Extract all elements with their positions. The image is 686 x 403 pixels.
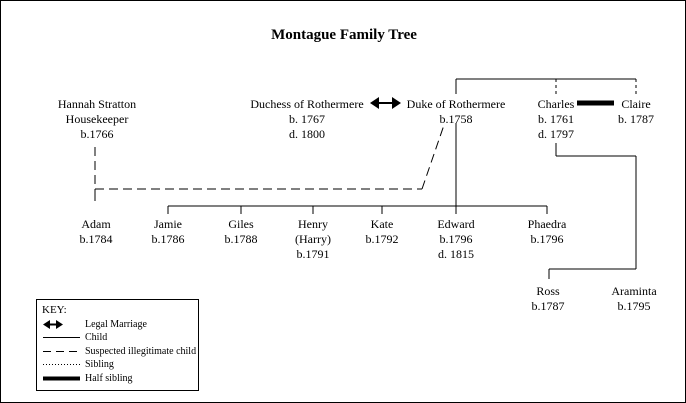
giles-birth: b.1788	[224, 232, 258, 246]
jamie-birth: b.1786	[151, 232, 185, 246]
person-araminta: Araminta b.1795	[604, 284, 664, 314]
legend-label: Sibling	[85, 359, 114, 370]
marriage-arrow-icon	[43, 320, 63, 329]
claire-birth: b. 1787	[618, 112, 654, 126]
person-charles: Charles b. 1761 d. 1797	[526, 97, 586, 142]
legend-item-child: Child	[37, 331, 198, 344]
araminta-birth: b.1795	[617, 299, 651, 313]
legend-item-marriage: Legal Marriage	[37, 318, 198, 331]
person-giles: Giles b.1788	[216, 217, 266, 247]
person-kate: Kate b.1792	[357, 217, 407, 247]
edward-name: Edward	[437, 217, 475, 231]
duke-name: Duke of Rothermere	[406, 97, 506, 111]
person-claire: Claire b. 1787	[609, 97, 663, 127]
person-phaedra: Phaedra b.1796	[522, 217, 572, 247]
legend-box: KEY: Legal Marriage Child Suspected ille…	[36, 299, 199, 391]
person-edward: Edward b.1796 d. 1815	[431, 217, 481, 262]
ross-name: Ross	[536, 284, 560, 298]
henry-name: Henry	[298, 217, 328, 231]
person-adam: Adam b.1784	[71, 217, 121, 247]
araminta-name: Araminta	[611, 284, 657, 298]
kate-name: Kate	[370, 217, 394, 231]
legend-item-half-sibling: Half sibling	[37, 372, 198, 385]
marriage-arrow	[370, 97, 401, 109]
adam-name: Adam	[81, 217, 111, 231]
ross-birth: b.1787	[531, 299, 565, 313]
legend-label: Suspected illegitimate child	[85, 346, 197, 357]
adam-birth: b.1784	[79, 232, 113, 246]
legend-item-sibling: Sibling	[37, 358, 198, 371]
charles-name: Charles	[537, 97, 575, 111]
charles-children-lines	[548, 143, 637, 279]
illegitimate-connector	[94, 124, 445, 190]
edward-birth: b.1796	[439, 232, 473, 246]
charles-birth: b. 1761	[538, 112, 574, 126]
duchess-name: Duchess of Rothermere	[250, 97, 364, 111]
henry-birth: b.1791	[296, 247, 330, 261]
duke-birth: b.1758	[439, 112, 473, 126]
person-jamie: Jamie b.1786	[143, 217, 193, 247]
phaedra-birth: b.1796	[530, 232, 564, 246]
phaedra-name: Phaedra	[527, 217, 567, 231]
person-henry: Henry (Harry) b.1791	[288, 217, 338, 262]
duchess-death: d. 1800	[289, 127, 325, 141]
legend-title: KEY:	[42, 304, 67, 316]
page-title: Montague Family Tree	[271, 27, 417, 43]
dotted-line-icon	[43, 364, 80, 365]
duchess-birth: b. 1767	[289, 112, 325, 126]
hannah-name: Hannah Stratton	[57, 97, 137, 111]
edward-death: d. 1815	[438, 247, 474, 261]
legend-item-illegitimate: Suspected illegitimate child	[37, 345, 198, 358]
solid-line-icon	[43, 337, 80, 338]
legend-label: Half sibling	[85, 373, 133, 384]
charles-death: d. 1797	[538, 127, 574, 141]
thick-line-icon	[43, 376, 80, 381]
hannah-role: Housekeeper	[65, 112, 129, 126]
legend-label: Child	[85, 332, 108, 343]
person-hannah: Hannah Stratton Housekeeper b.1766	[47, 97, 147, 142]
claire-name: Claire	[621, 97, 651, 111]
giles-name: Giles	[228, 217, 254, 231]
jamie-name: Jamie	[154, 217, 182, 231]
henry-nickname: (Harry)	[295, 232, 331, 246]
hannah-birth: b.1766	[80, 127, 114, 141]
dashed-line-icon	[43, 351, 80, 352]
person-duke: Duke of Rothermere b.1758	[401, 97, 511, 127]
person-ross: Ross b.1787	[523, 284, 573, 314]
person-duchess: Duchess of Rothermere b. 1767 d. 1800	[245, 97, 369, 142]
legend-label: Legal Marriage	[85, 319, 147, 330]
kate-birth: b.1792	[365, 232, 399, 246]
